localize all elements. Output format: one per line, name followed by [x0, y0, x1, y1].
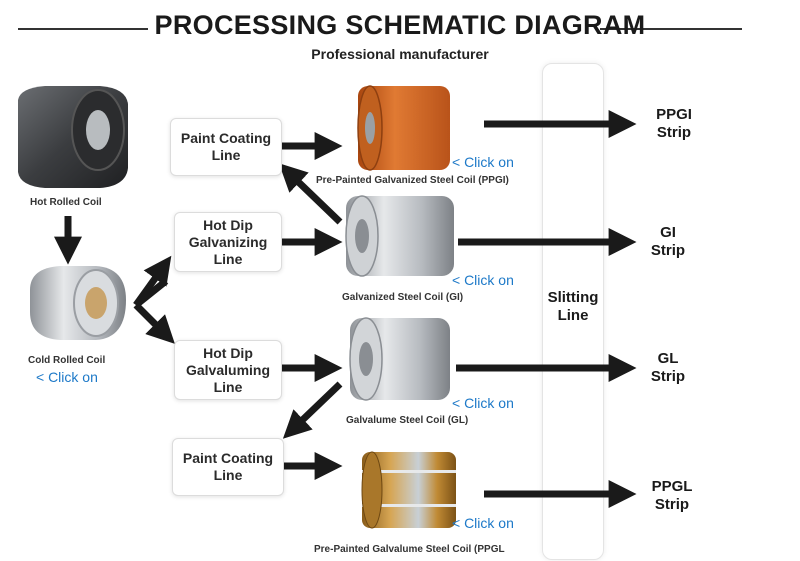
- gl-click-link[interactable]: < Click on: [452, 395, 514, 411]
- diagram-subtitle: Professional manufacturer: [311, 46, 489, 62]
- hot-rolled-coil-image: [18, 86, 128, 188]
- slitting-line-panel: [542, 63, 604, 560]
- arrow-branch-lower: [133, 302, 175, 344]
- arrow-gl-to-paint2: [282, 381, 343, 439]
- ppgi-strip-label: PPGI Strip: [656, 106, 692, 141]
- gi-coil-caption: Galvanized Steel Coil (GI): [342, 292, 464, 303]
- gl-coil-image: [349, 317, 450, 401]
- ppgi-coil-caption: Pre-Painted Galvanized Steel Coil (PPGI): [316, 175, 509, 186]
- gl-strip-label: GL Strip: [650, 350, 686, 385]
- gi-coil-image: [345, 195, 454, 277]
- title-rule-right: [600, 28, 742, 30]
- paint-coating-line-2: Paint Coating Line: [172, 438, 284, 496]
- gl-coil-caption: Galvalume Steel Coil (GL): [346, 415, 469, 426]
- hot-dip-galvanizing-line: Hot Dip Galvanizing Line: [174, 212, 282, 272]
- ppgl-coil-caption: Pre-Painted Galvalume Steel Coil (PPGL: [314, 544, 505, 555]
- gi-strip-label: GI Strip: [650, 224, 686, 259]
- title-rule-left: [18, 28, 148, 30]
- ppgl-coil-image: [361, 451, 456, 529]
- arrow-branch-upper: [133, 255, 172, 308]
- cold-rolled-coil-image: [30, 266, 126, 340]
- flow-arrows: [54, 110, 637, 508]
- ppgi-click-link[interactable]: < Click on: [452, 154, 514, 170]
- ppgi-coil-image: [357, 85, 450, 171]
- cold-rolled-click-link[interactable]: < Click on: [36, 369, 98, 385]
- hot-rolled-coil-caption: Hot Rolled Coil: [30, 197, 102, 208]
- diagram-title: PROCESSING SCHEMATIC DIAGRAM: [154, 10, 646, 40]
- arrow-gi-to-paint1: [278, 163, 343, 225]
- hot-dip-galvaluming-line: Hot Dip Galvaluming Line: [174, 340, 282, 400]
- ppgl-click-link[interactable]: < Click on: [452, 515, 514, 531]
- paint-coating-line-1: Paint Coating Line: [170, 118, 282, 176]
- gi-click-link[interactable]: < Click on: [452, 272, 514, 288]
- ppgl-strip-label: PPGL Strip: [651, 478, 693, 513]
- slitting-line-label: Slitting Line: [547, 289, 599, 324]
- cold-rolled-coil-caption: Cold Rolled Coil: [28, 355, 106, 366]
